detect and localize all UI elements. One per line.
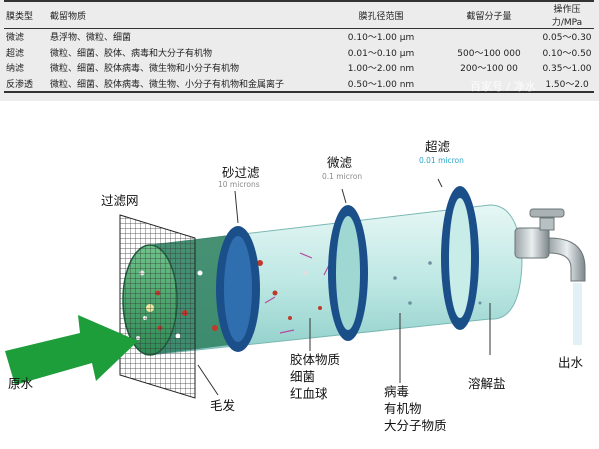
label-sand-size: 10 microns (218, 180, 260, 189)
watermark: 百家号 / 净水 (470, 80, 536, 93)
membrane-table: 膜类型 截留物质 膜孔径范围 截留分子量 操作压力/MPa 微滤 悬浮物、微粒、… (4, 0, 594, 93)
label-bacteria: 细菌 (290, 369, 315, 384)
table-row: 反渗透 微粒、细菌、胶体病毒、微生物、小分子有机物和金属离子 0.50～1.00… (4, 75, 594, 93)
label-dissolved-salt: 溶解盐 (468, 376, 506, 391)
cell-pressure: 0.10～0.50 (542, 48, 592, 59)
cell-pore: 0.10～1.00 μm (347, 33, 415, 44)
label-filter-mesh: 过滤网 (101, 193, 139, 208)
pointer-lines (197, 178, 491, 396)
cell-pore: 0.01～0.10 μm (347, 48, 415, 59)
membrane-table-panel: 膜类型 截留物质 膜孔径范围 截留分子量 操作压力/MPa 微滤 悬浮物、微粒、… (0, 0, 599, 101)
cell-mwco: 500～100 000 (457, 48, 521, 59)
filter-mesh (119, 214, 196, 399)
cell-pore: 1.00～2.00 nm (347, 64, 415, 75)
table-row: 超滤 微粒、细菌、胶体、病毒和大分子有机物 0.01～0.10 μm 500～1… (4, 45, 594, 61)
cell-pressure: 0.35～1.00 (542, 64, 592, 75)
cell-type: 超滤 (6, 48, 25, 59)
label-outlet: 出水 (558, 355, 584, 370)
label-virus: 病毒 (384, 384, 409, 399)
label-colloid: 胶体物质 (290, 352, 340, 367)
cell-type: 微滤 (6, 33, 25, 44)
label-hair: 毛发 (210, 398, 236, 413)
inlet-arrow (5, 315, 138, 385)
filtration-diagram: 过滤网 砂过滤 10 microns 微滤 0.1 micron 超滤 0.01… (5, 139, 586, 433)
label-micro: 微滤 (327, 155, 353, 170)
cell-substances: 微粒、细菌、胶体病毒、微生物和小分子有机物 (50, 64, 240, 75)
label-sand: 砂过滤 (222, 165, 260, 180)
label-rbc: 红血球 (290, 386, 328, 401)
header-type: 膜类型 (4, 0, 48, 29)
table-header-row: 膜类型 截留物质 膜孔径范围 截留分子量 操作压力/MPa (4, 0, 594, 29)
cell-mwco (438, 75, 540, 93)
label-organic: 有机物 (384, 401, 422, 416)
label-ultra-size: 0.01 micron (419, 156, 464, 165)
ring-sand (216, 226, 260, 352)
cell-type: 反渗透 (4, 75, 48, 93)
cell-mwco (438, 29, 540, 45)
header-pressure: 操作压力/MPa (540, 0, 594, 29)
ring-ultra (441, 186, 479, 330)
cell-pressure: 1.50～2.0 (540, 75, 594, 93)
table-row: 微滤 悬浮物、微粒、细菌 0.10～1.00 μm 0.05～0.30 (4, 29, 594, 45)
cell-mwco: 200～100 00 (460, 64, 518, 75)
ring-micro (328, 205, 368, 341)
table-row: 纳滤 微粒、细菌、胶体病毒、微生物和小分子有机物 1.00～2.00 nm 20… (4, 60, 594, 76)
header-pore: 膜孔径范围 (324, 0, 438, 29)
header-substances: 截留物质 (48, 0, 324, 29)
header-mwco: 截留分子量 (438, 0, 540, 29)
cell-type: 纳滤 (6, 64, 25, 75)
label-ultra: 超滤 (425, 139, 451, 154)
faucet-icon (514, 208, 586, 345)
label-macromolecule: 大分子物质 (384, 418, 447, 433)
label-raw-water: 原水 (8, 376, 34, 391)
cell-pressure: 0.05～0.30 (542, 33, 592, 44)
label-micro-size: 0.1 micron (322, 172, 362, 181)
cell-substances: 微粒、细菌、胶体病毒、微生物、小分子有机物和金属离子 (48, 75, 324, 93)
cell-substances: 微粒、细菌、胶体、病毒和大分子有机物 (50, 48, 213, 59)
cell-substances: 悬浮物、微粒、细菌 (50, 33, 132, 44)
cell-pore: 0.50～1.00 nm (324, 75, 438, 93)
